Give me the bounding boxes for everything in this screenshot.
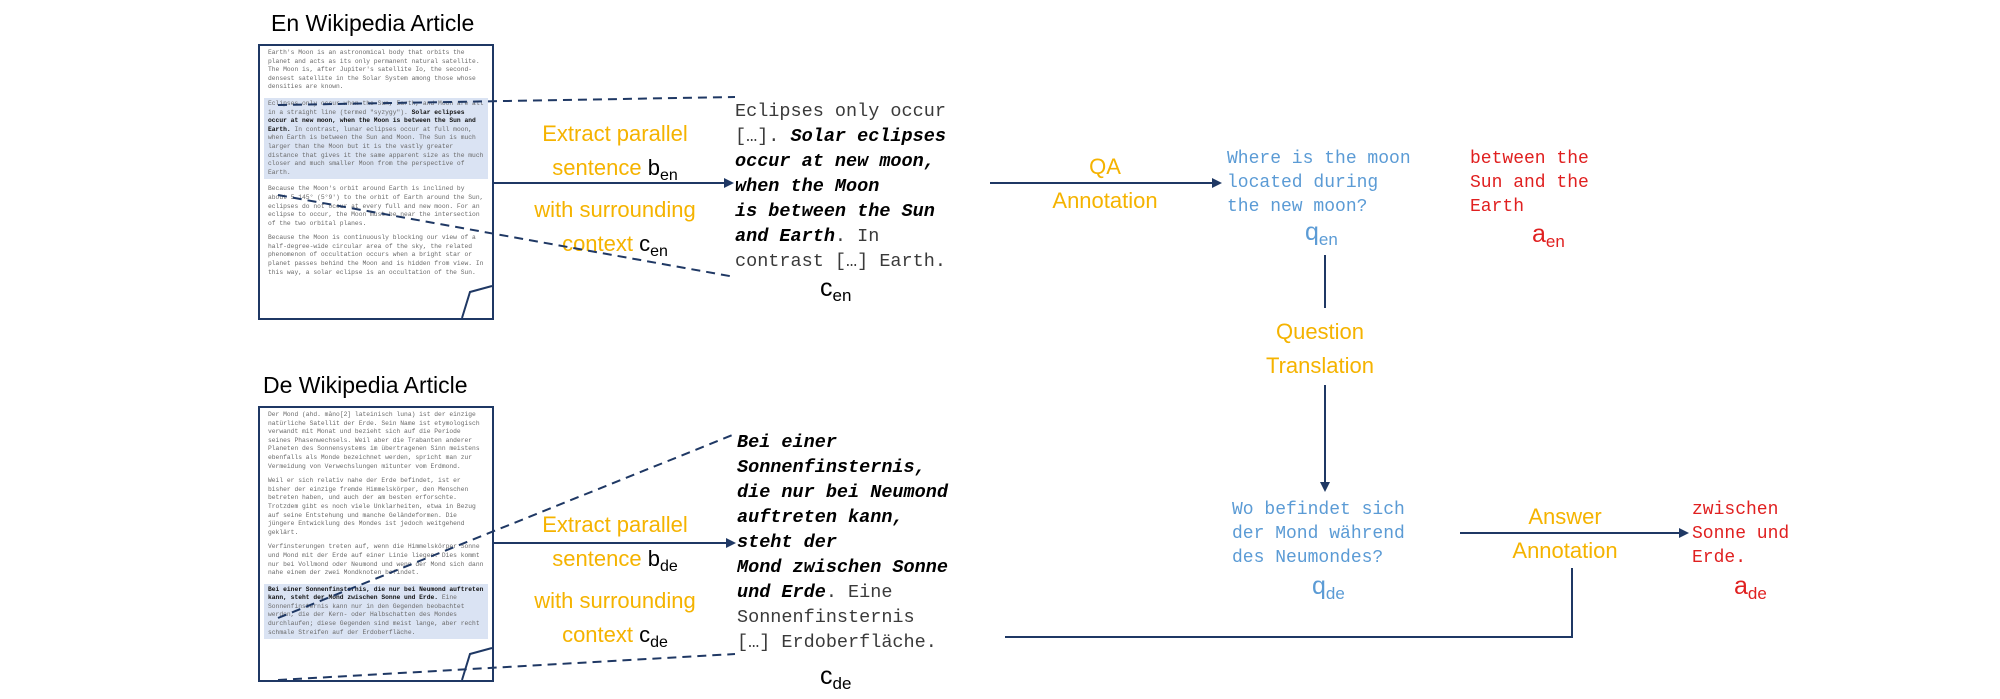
de-q-symbol: qde [1312,572,1345,603]
de-context-line-8: Sonnenfinsternis [737,607,915,628]
de-question: Wo befindet sich der Mond während des Ne… [1232,498,1462,570]
en-article-doc: Earth's Moon is an astronomical body tha… [258,44,494,320]
en-b-symbol: ben [647,155,678,184]
en-question-line-1: Where is the moon [1227,149,1411,169]
de-zoom-line-bottom [277,653,736,681]
en-answer-line-1: between the [1470,149,1589,169]
de-question-line-2: der Mond während [1232,524,1405,544]
en-context-line-1: Eclipses only occur [735,101,946,122]
de-a-symbol: ade [1734,572,1767,603]
de-extract-label: Extract parallel sentence bde with surro… [500,508,730,660]
de-extract-line-1: Extract parallel [542,512,688,537]
answer-annotation-line-2: Annotation [1512,538,1618,563]
de-doc-paragraph-1: Der Mond (ahd. māno[2] lateinisch luna) … [268,411,480,470]
de-extract-line-4: context cde [562,622,668,651]
de-b-symbol: bde [647,546,678,575]
de-zoom-line-top [277,433,736,619]
en-doc-hl-bold: Solar eclipses occur at new moon, when t… [268,108,476,133]
en-q-symbol: qen [1305,218,1338,249]
en-c-symbol: cen [820,274,852,305]
de-context-line-9: […] Erdoberfläche. [737,632,937,653]
en-doc-paragraph-1: Earth's Moon is an astronomical body tha… [268,49,480,91]
en-extract-line-3: with surrounding [534,197,696,222]
de-context-passage: Bei einer Sonnenfinsternis, die nur bei … [737,430,1007,655]
en-question: Where is the moon located during the new… [1227,147,1447,219]
qa-annotation-line-2: Annotation [1052,188,1158,213]
de-context-line-5: steht der [737,532,837,553]
qa-annotation-label: QA Annotation [1030,150,1180,218]
en-article-title: En Wikipedia Article [271,10,475,36]
de-doc-paragraph-2: Weil er sich relativ nahe der Erde befin… [268,477,476,536]
de-extract-line-3: with surrounding [534,588,696,613]
de-doc-hl-bold: Bei einer Sonnenfinsternis, die nur bei … [268,585,484,602]
en-article-text: Earth's Moon is an astronomical body tha… [260,46,492,277]
en-context-line-3: occur at new moon, [735,151,935,172]
en-context-line-5: is between the Sun [735,201,935,222]
question-translation-line-1: Question [1275,319,1365,344]
en-doc-paragraph-3: Because the Moon is continuously blockin… [268,234,484,276]
en-answer: between the Sun and the Earth [1470,147,1650,219]
de-context-line-4: auftreten kann, [737,507,904,528]
de-article-title: De Wikipedia Article [263,372,468,398]
de-question-line-3: des Neumondes? [1232,548,1384,568]
de-c-symbol: cde [820,662,852,693]
de-answer-line-3: Erde. [1692,548,1747,568]
de-answer-line-1: zwischen [1692,500,1779,520]
en-extract-line-2: sentence ben [552,155,678,184]
qa-annotation-line-1: QA [1089,154,1121,179]
de-context-line-6: Mond zwischen Sonne [737,557,948,578]
en-answer-line-2: Sun and the [1470,173,1589,193]
en-answer-line-3: Earth [1470,197,1525,217]
answer-annotation-line-1: Answer [1528,504,1602,529]
en-context-line-4: when the Moon [735,176,880,197]
en-context-line-6: and Earth. In [735,226,880,247]
de-answer: zwischen Sonne und Erde. [1692,498,1842,570]
en-question-line-3: the new moon? [1227,197,1368,217]
en-extract-line-1: Extract parallel [542,121,688,146]
de-answer-line-2: Sonne und [1692,524,1790,544]
de-article-text: Der Mond (ahd. māno[2] lateinisch luna) … [260,408,492,640]
de-question-line-1: Wo befindet sich [1232,500,1405,520]
en-c-symbol-inline: cen [639,231,668,260]
de-doc-hl-b: Eine Sonnenfinsternis kann nur in den Ge… [268,594,480,636]
en-a-symbol: aen [1532,220,1565,251]
de-doc-paragraph-3: Verfinsterungen treten auf, wenn die Him… [268,543,484,577]
en-question-line-2: located during [1227,173,1379,193]
en-context-line-2: […]. Solar eclipses [735,126,946,147]
de-context-line-1: Bei einer [737,432,837,453]
en-zoom-line-top [277,96,736,106]
de-context-line-2: Sonnenfinsternis, [737,457,926,478]
de-extract-line-2: sentence bde [552,546,678,575]
en-extract-label: Extract parallel sentence ben with surro… [500,117,730,269]
de-article-doc: Der Mond (ahd. māno[2] lateinisch luna) … [258,406,494,682]
en-zoom-line-bottom [277,194,736,278]
de-doc-fold-icon [460,647,493,681]
en-extract-line-4: context cen [562,231,668,260]
de-c-symbol-inline: cde [639,622,668,651]
question-translation-label: Question Translation [1235,315,1405,383]
en-context-line-7: contrast […] Earth. [735,251,946,272]
de-context-to-answer-connector [1005,568,1573,638]
en-doc-fold-icon [460,285,493,319]
question-translation-line-2: Translation [1265,353,1374,378]
en-context-passage: Eclipses only occur […]. Solar eclipses … [735,99,1005,274]
en-doc-highlight: Eclipses only occur when the Sun, Earth,… [264,97,488,180]
de-doc-highlight: Bei einer Sonnenfinsternis, die nur bei … [264,583,488,640]
de-context-line-3: die nur bei Neumond [737,482,948,503]
answer-annotation-label: Answer Annotation [1490,500,1640,568]
en-doc-paragraph-2: Because the Moon's orbit around Earth is… [268,185,484,227]
de-context-line-7: und Erde. Eine [737,582,893,603]
en-doc-hl-b: In contrast, lunar eclipses occur at ful… [268,125,484,176]
